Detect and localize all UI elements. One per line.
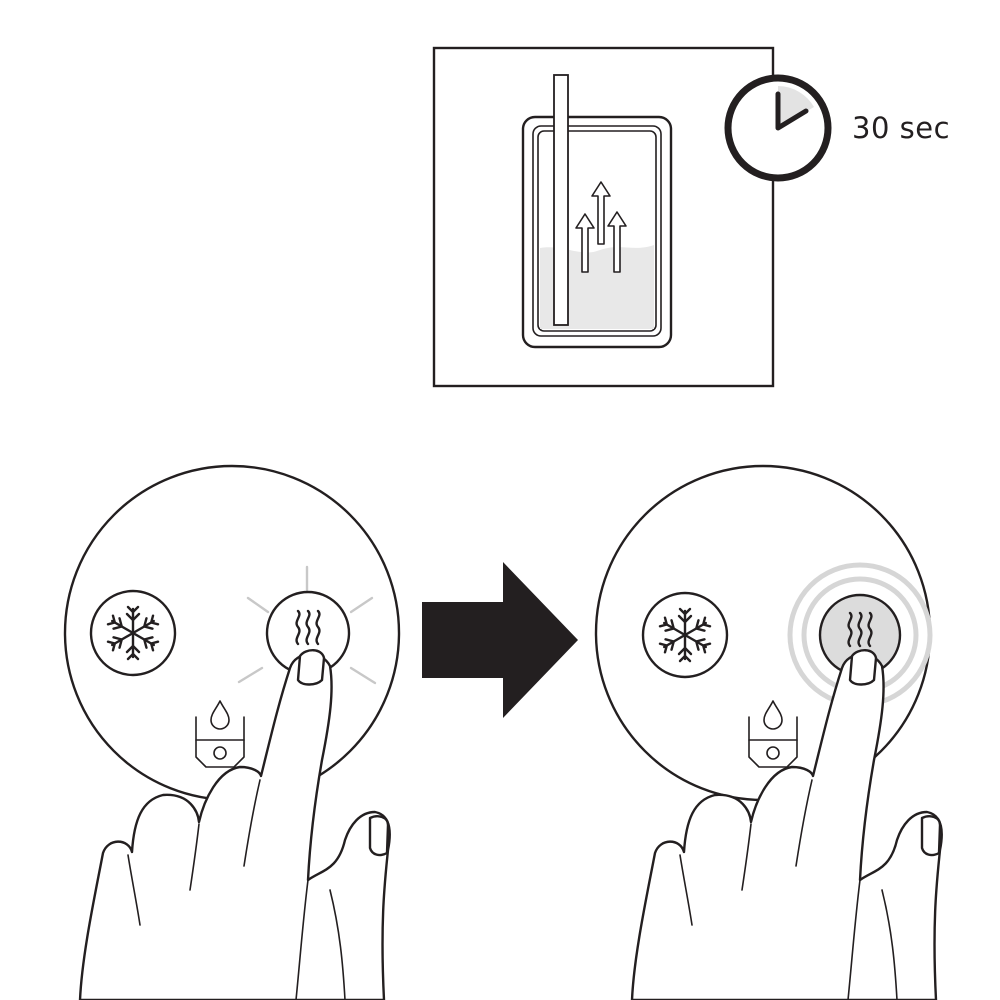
step-2-panel [594, 464, 943, 1000]
flash-rays [237, 565, 377, 685]
glass-panel [432, 46, 775, 388]
clock-icon [724, 74, 832, 182]
duration-label: 30 sec [852, 111, 950, 145]
straw [553, 74, 569, 326]
hand [78, 649, 391, 1000]
cold-button[interactable] [89, 589, 177, 677]
cold-button[interactable] [641, 591, 729, 679]
rising-arrows-icon [575, 181, 627, 273]
step-1-panel [63, 464, 401, 1000]
hand [630, 649, 943, 1000]
arrow-right-icon [422, 562, 578, 718]
